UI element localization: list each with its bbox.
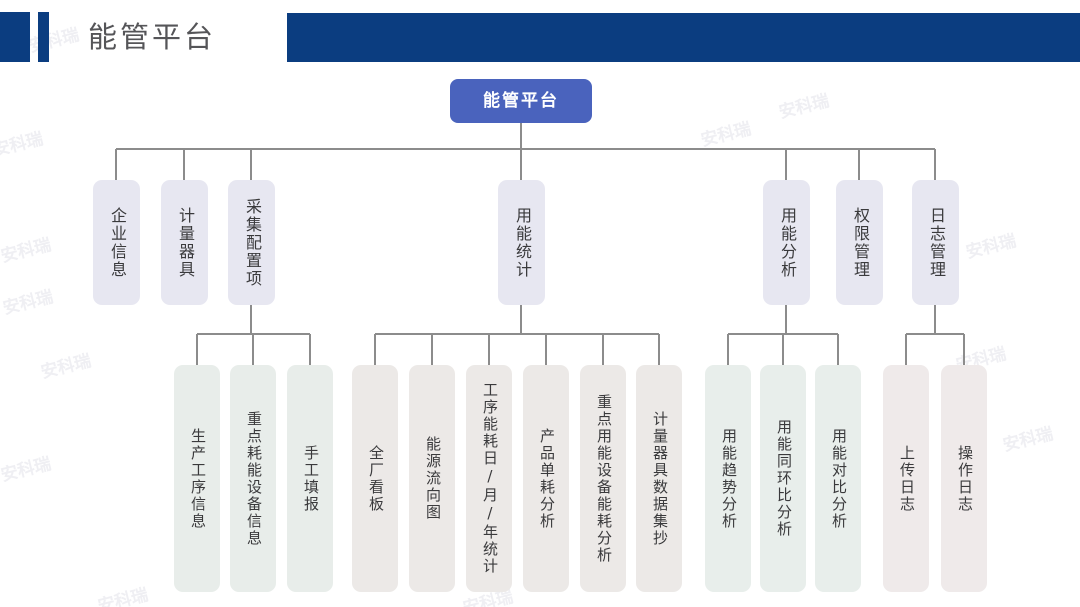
node-energy-comparison-analysis[interactable]: 用能对比分析 [815,365,861,592]
node-manual-entry[interactable]: 手工填报 [287,365,333,592]
node-label: 用能同环比分析 [774,419,793,538]
node-label: 重点耗能设备信息 [244,410,263,547]
node-label: 用能对比分析 [829,427,848,530]
node-label: 采集配置项 [242,197,262,288]
node-key-energy-equipment-info[interactable]: 重点耗能设备信息 [230,365,276,592]
page-title: 能管平台 [88,20,217,54]
node-label: 全厂看板 [366,444,385,513]
node-label: 用能分析 [777,206,797,279]
node-label: 操作日志 [955,444,974,513]
node-label: 权限管理 [850,206,870,279]
node-meter-data-collection[interactable]: 计量器具数据集抄 [636,365,682,592]
node-process-energy-day-month-year-stats[interactable]: 工序能耗日/月/年统计 [466,365,512,592]
node-energy-trend-analysis[interactable]: 用能趋势分析 [705,365,751,592]
node-label: 计量器具数据集抄 [650,410,669,547]
node-energy-analysis[interactable]: 用能分析 [763,180,810,305]
node-upload-log[interactable]: 上传日志 [883,365,929,592]
node-label: 日志管理 [926,206,946,279]
node-collection-config[interactable]: 采集配置项 [228,180,275,305]
header-accent-bar-left [0,12,30,62]
slide-header: 能管平台 [0,0,1080,75]
node-label: 工序能耗日/月/年统计 [480,382,499,575]
node-label: 能源流向图 [423,436,442,521]
header-accent-bar-thin [38,12,49,62]
node-enterprise-info[interactable]: 企业信息 [93,180,140,305]
node-key-equipment-energy-analysis[interactable]: 重点用能设备能耗分析 [580,365,626,592]
node-label: 上传日志 [897,444,916,513]
node-log-management[interactable]: 日志管理 [912,180,959,305]
node-label: 重点用能设备能耗分析 [594,393,613,564]
node-production-process-info[interactable]: 生产工序信息 [174,365,220,592]
node-metering-device[interactable]: 计量器具 [161,180,208,305]
node-label: 手工填报 [301,444,320,513]
node-label: 用能趋势分析 [719,427,738,530]
node-operation-log[interactable]: 操作日志 [941,365,987,592]
node-permission-management[interactable]: 权限管理 [836,180,883,305]
node-energy-yoy-mom-analysis[interactable]: 用能同环比分析 [760,365,806,592]
node-label: 企业信息 [107,206,127,279]
node-label: 计量器具 [175,206,195,279]
node-product-unit-consumption-analysis[interactable]: 产品单耗分析 [523,365,569,592]
node-label: 产品单耗分析 [537,427,556,530]
node-label: 用能统计 [512,206,532,279]
node-label: 生产工序信息 [188,427,207,530]
node-plant-dashboard[interactable]: 全厂看板 [352,365,398,592]
node-energy-flow-diagram[interactable]: 能源流向图 [409,365,455,592]
node-label: 能管平台 [483,90,559,111]
node-root[interactable]: 能管平台 [450,79,592,123]
node-energy-statistics[interactable]: 用能统计 [498,180,545,305]
header-accent-bar-right [287,13,1080,62]
